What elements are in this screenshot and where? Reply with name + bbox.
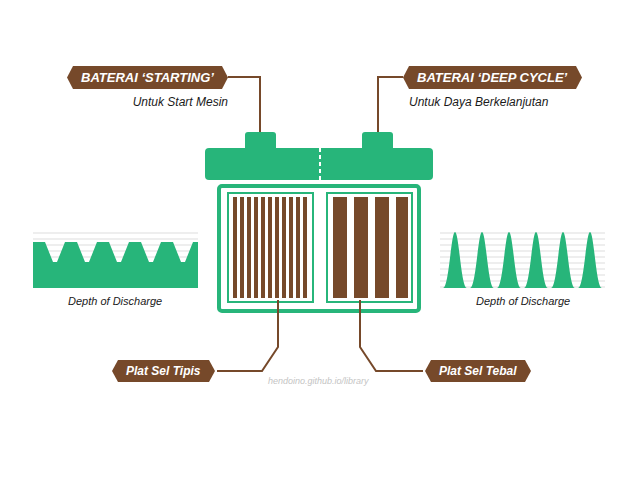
watermark: hendoino.github.io/library xyxy=(268,376,369,386)
cell-box xyxy=(228,193,313,302)
thick-plates xyxy=(333,197,408,298)
tag-subtitle: Untuk Start Mesin xyxy=(133,95,228,109)
battery-cap xyxy=(205,148,433,180)
battery-body xyxy=(219,186,419,311)
tag-box: BATERAI ‘STARTING’Untuk Start Mesin xyxy=(67,66,228,89)
tag-fill xyxy=(112,360,215,382)
tag-title: BATERAI ‘DEEP CYCLE’ xyxy=(403,66,581,89)
tag-fill xyxy=(403,66,582,89)
tag-fill xyxy=(67,66,228,89)
divider-line xyxy=(319,188,321,309)
chart-grid xyxy=(440,233,605,287)
tag-box: Plat Sel Tebal xyxy=(425,360,531,382)
thin-plates xyxy=(233,197,307,298)
leader-line xyxy=(378,77,403,133)
tag-subtitle: Untuk Daya Berkelanjutan xyxy=(409,95,548,109)
tag-title: BATERAI ‘STARTING’ xyxy=(67,66,228,89)
divider-line xyxy=(319,148,321,180)
leader-line xyxy=(360,300,423,371)
tag-title: Plat Sel Tipis xyxy=(112,360,214,382)
deep-discharge-wave xyxy=(440,232,605,288)
chart-caption: Depth of Discharge xyxy=(476,295,570,307)
shallow-discharge-wave xyxy=(33,242,198,288)
cell-box xyxy=(327,193,412,302)
chart-caption: Depth of Discharge xyxy=(68,295,162,307)
tag-title: Plat Sel Tebal xyxy=(425,360,531,382)
leader-line xyxy=(217,300,278,371)
tag-box: Plat Sel Tipis xyxy=(112,360,215,382)
tag-fill xyxy=(425,360,531,382)
chart-grid xyxy=(33,233,198,287)
tag-box: BATERAI ‘DEEP CYCLE’Untuk Daya Berkelanj… xyxy=(403,66,582,89)
leader-line xyxy=(228,77,260,133)
